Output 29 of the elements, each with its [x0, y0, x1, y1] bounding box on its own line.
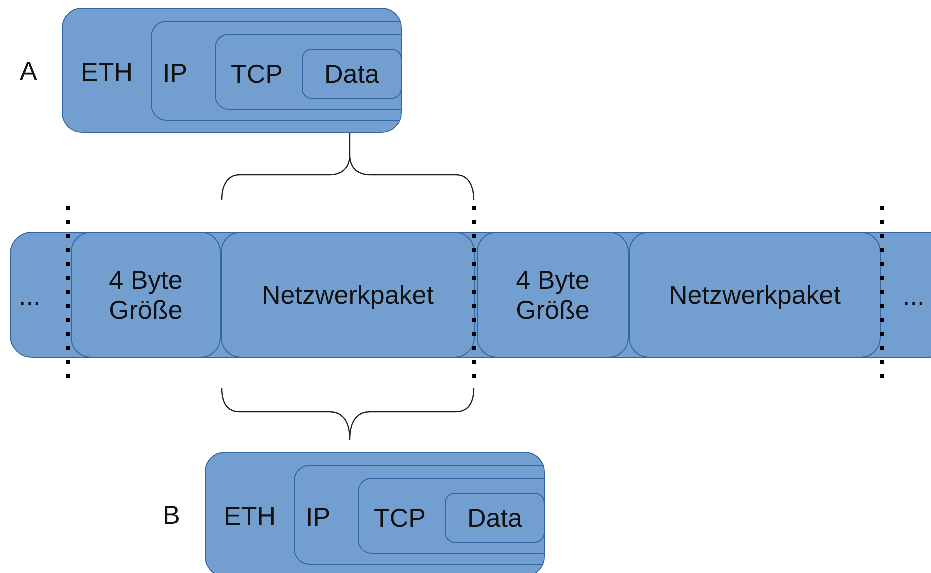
frame-box — [62, 8, 402, 133]
size-field-box — [71, 233, 221, 357]
box-label: 4 Byte Größe — [515, 265, 591, 325]
box-label: 4 Byte Größe — [108, 265, 184, 325]
ellipsis-text: ... — [903, 281, 925, 311]
box-label: IP — [163, 58, 188, 88]
box-label: ETH — [224, 501, 276, 531]
byte-stream-band — [10, 232, 931, 358]
box-label: ETH — [81, 57, 133, 87]
packet-field-box — [629, 233, 881, 357]
segment-box — [215, 34, 401, 110]
box-label: Netzwerkpaket — [261, 280, 435, 310]
box-label: IP — [306, 502, 331, 532]
data-box — [445, 493, 544, 543]
frame-box — [205, 452, 545, 573]
box-label: TCP — [231, 59, 283, 89]
segment-box — [358, 478, 544, 554]
packet-field-box — [221, 233, 475, 357]
packet-box — [294, 465, 544, 565]
ellipsis-text: ... — [19, 281, 41, 311]
packet-box — [151, 21, 401, 121]
size-field-box — [477, 233, 629, 357]
data-box — [302, 49, 401, 99]
box-label: Netzwerkpaket — [668, 280, 842, 310]
packet-label: B — [163, 500, 180, 530]
packet-label: A — [20, 56, 38, 86]
box-label: Data — [466, 503, 524, 533]
box-label: TCP — [374, 503, 426, 533]
box-label: Data — [324, 59, 380, 89]
